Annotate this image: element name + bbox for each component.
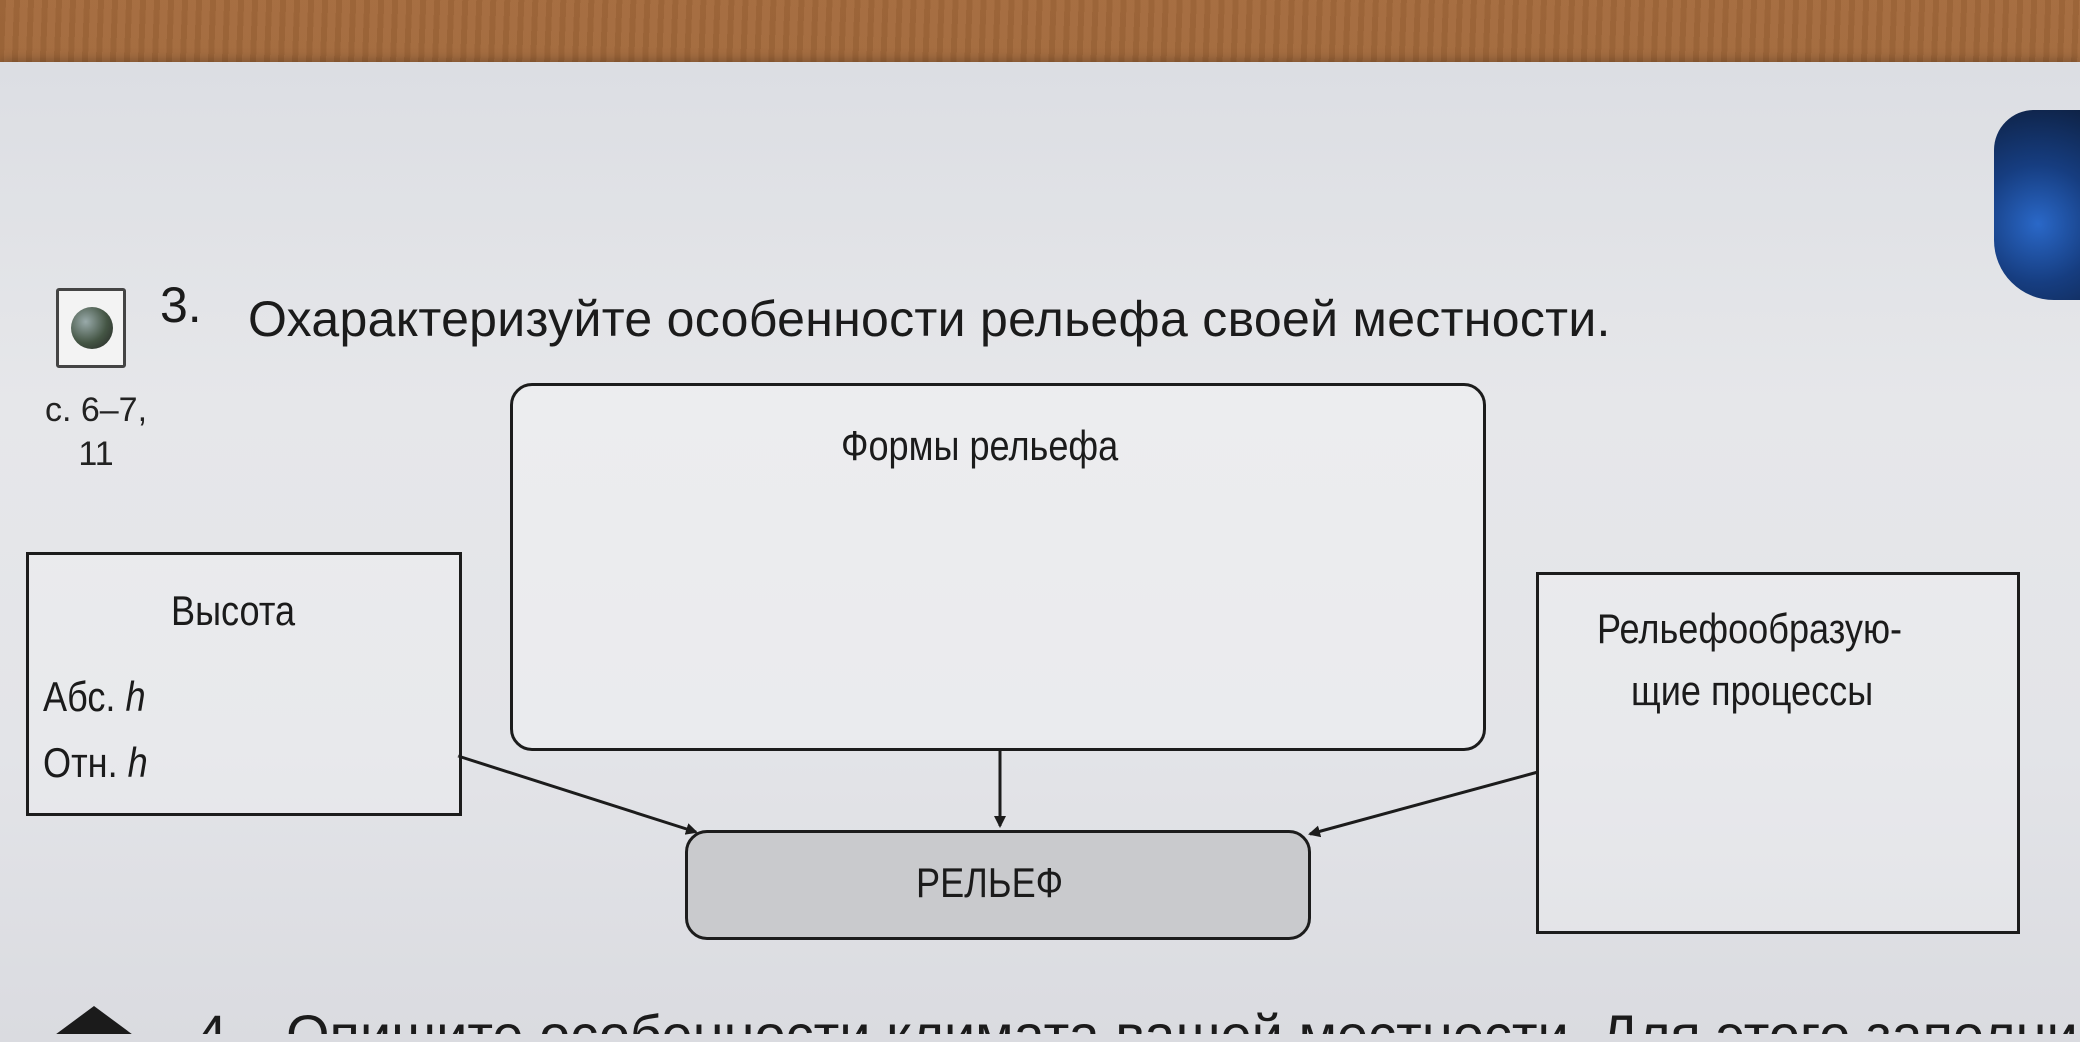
height-label: Высота [171, 587, 295, 635]
relative-height-prefix: Отн. [43, 739, 118, 786]
home-task-icon [40, 1006, 148, 1034]
relief-processes-label-line2: щие процессы [1631, 667, 1873, 715]
relief-box: РЕЛЬЕФ [685, 830, 1311, 940]
relative-height-line: Отн. h [43, 739, 148, 787]
height-box[interactable]: Высота Абс. h Отн. h [26, 552, 462, 816]
next-task-row: 4. Опишите особенности климата вашей мес… [0, 1000, 2080, 1034]
next-task-number: 4. [196, 1002, 243, 1034]
relief-forms-box[interactable]: Формы рельефа [510, 383, 1486, 751]
relief-label: РЕЛЬЕФ [916, 859, 1063, 907]
relief-forms-label: Формы рельефа [841, 422, 1118, 470]
absolute-height-prefix: Абс. [43, 673, 115, 720]
relief-processes-label-line1: Рельефообразую- [1597, 605, 1902, 653]
arrow-process-to-relief [1310, 772, 1538, 834]
next-task-title: Опишите особенности климата вашей местно… [286, 1002, 2078, 1034]
absolute-height-line: Абс. h [43, 673, 146, 721]
relief-processes-box[interactable]: Рельефообразую- щие процессы [1536, 572, 2020, 934]
absolute-height-symbol: h [126, 673, 146, 720]
arrow-height-to-relief [458, 756, 696, 832]
relative-height-symbol: h [128, 739, 148, 786]
